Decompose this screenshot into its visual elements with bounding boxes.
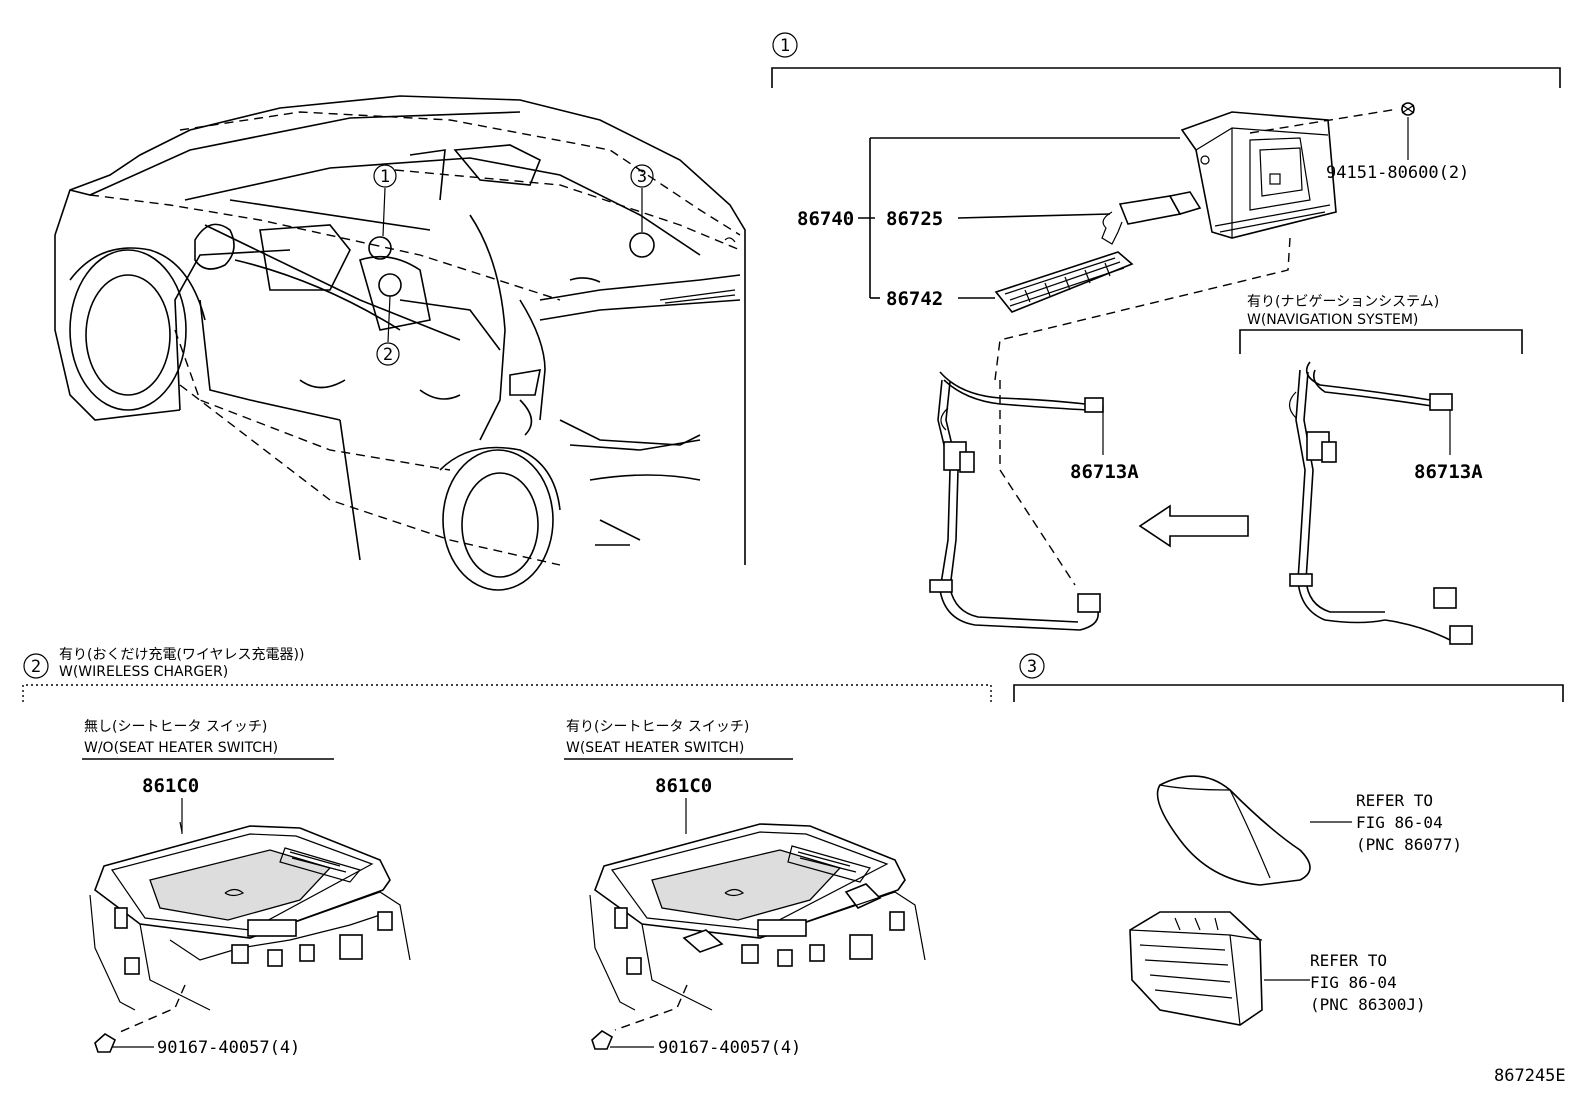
right-variant-jp: 有り(シートヒータ スイッチ): [566, 719, 749, 735]
harness-86713a-right: [1288, 361, 1473, 645]
callout-label: 2: [31, 657, 41, 677]
part-number-86713a-right: 86713A: [1414, 461, 1483, 483]
nut-94151: [1401, 102, 1415, 116]
part-number-90167-left: 90167-40057(4): [157, 1038, 300, 1058]
section-2-title-jp: 有り(おくだけ充電(ワイヤレス充電器)): [59, 647, 304, 663]
callout-label: 1: [780, 36, 790, 56]
ref-module-line2: FIG 86-04: [1310, 973, 1397, 992]
shark-fin-antenna: [1156, 775, 1311, 886]
overview-callout-3: 3: [630, 164, 654, 188]
nav-condition-jp: 有り(ナビゲーションシステム): [1247, 294, 1439, 310]
ref-module-line3: (PNC 86300J): [1310, 995, 1426, 1014]
left-variant-en: W/O(SEAT HEATER SWITCH): [84, 740, 278, 756]
wireless-charger-861c0-left: [89, 821, 411, 1011]
part-number-861c0-right: 861C0: [655, 775, 712, 797]
nav-condition-en: W(NAVIGATION SYSTEM): [1247, 312, 1418, 328]
part-number-90167-right: 90167-40057(4): [658, 1038, 801, 1058]
overview-callout-2: 2: [376, 342, 400, 366]
section-2-bracket: [22, 684, 992, 702]
ref-module-line1: REFER TO: [1310, 951, 1387, 970]
callout-label: 3: [637, 167, 647, 187]
cover-86742: [994, 251, 1134, 313]
section-1-bracket: [771, 67, 1561, 88]
callout-label: 3: [1027, 657, 1037, 677]
section-1-callout: 1: [772, 32, 798, 58]
right-variant-en: W(SEAT HEATER SWITCH): [566, 740, 744, 756]
ref-antenna-line1: REFER TO: [1356, 791, 1433, 810]
direction-arrow-left: [1138, 504, 1249, 548]
ref-antenna-line3: (PNC 86077): [1356, 835, 1462, 854]
section-3-callout: 3: [1019, 653, 1045, 679]
overview-callout-1: 1: [373, 164, 397, 188]
part-number-86742: 86742: [886, 288, 943, 310]
ref-antenna-line2: FIG 86-04: [1356, 813, 1443, 832]
screw-90167-right: [591, 1030, 614, 1050]
left-variant-jp: 無し(シートヒータ スイッチ): [84, 719, 267, 735]
callout-label: 1: [380, 167, 390, 187]
part-number-861c0-left: 861C0: [142, 775, 199, 797]
figure-id: 867245E: [1494, 1066, 1566, 1086]
harness-86713a-left: [929, 371, 1104, 631]
section-3-bracket: [1013, 684, 1564, 702]
vehicle-overview-drawing: [54, 95, 746, 591]
navigation-receiver-unit: [1180, 111, 1337, 239]
section-2-title-en: W(WIRELESS CHARGER): [59, 664, 228, 680]
part-number-86740: 86740: [797, 208, 854, 230]
part-number-86725: 86725: [886, 208, 943, 230]
part-number-86713a-left: 86713A: [1070, 461, 1139, 483]
callout-label: 2: [383, 345, 393, 365]
screw-90167-left: [94, 1033, 117, 1053]
section-2-callout: 2: [23, 653, 49, 679]
part-number-94151: 94151-80600(2): [1326, 163, 1469, 183]
amplifier-module: [1129, 911, 1263, 1026]
module-86725: [1101, 191, 1202, 245]
wireless-charger-861c0-right: [589, 823, 926, 1011]
